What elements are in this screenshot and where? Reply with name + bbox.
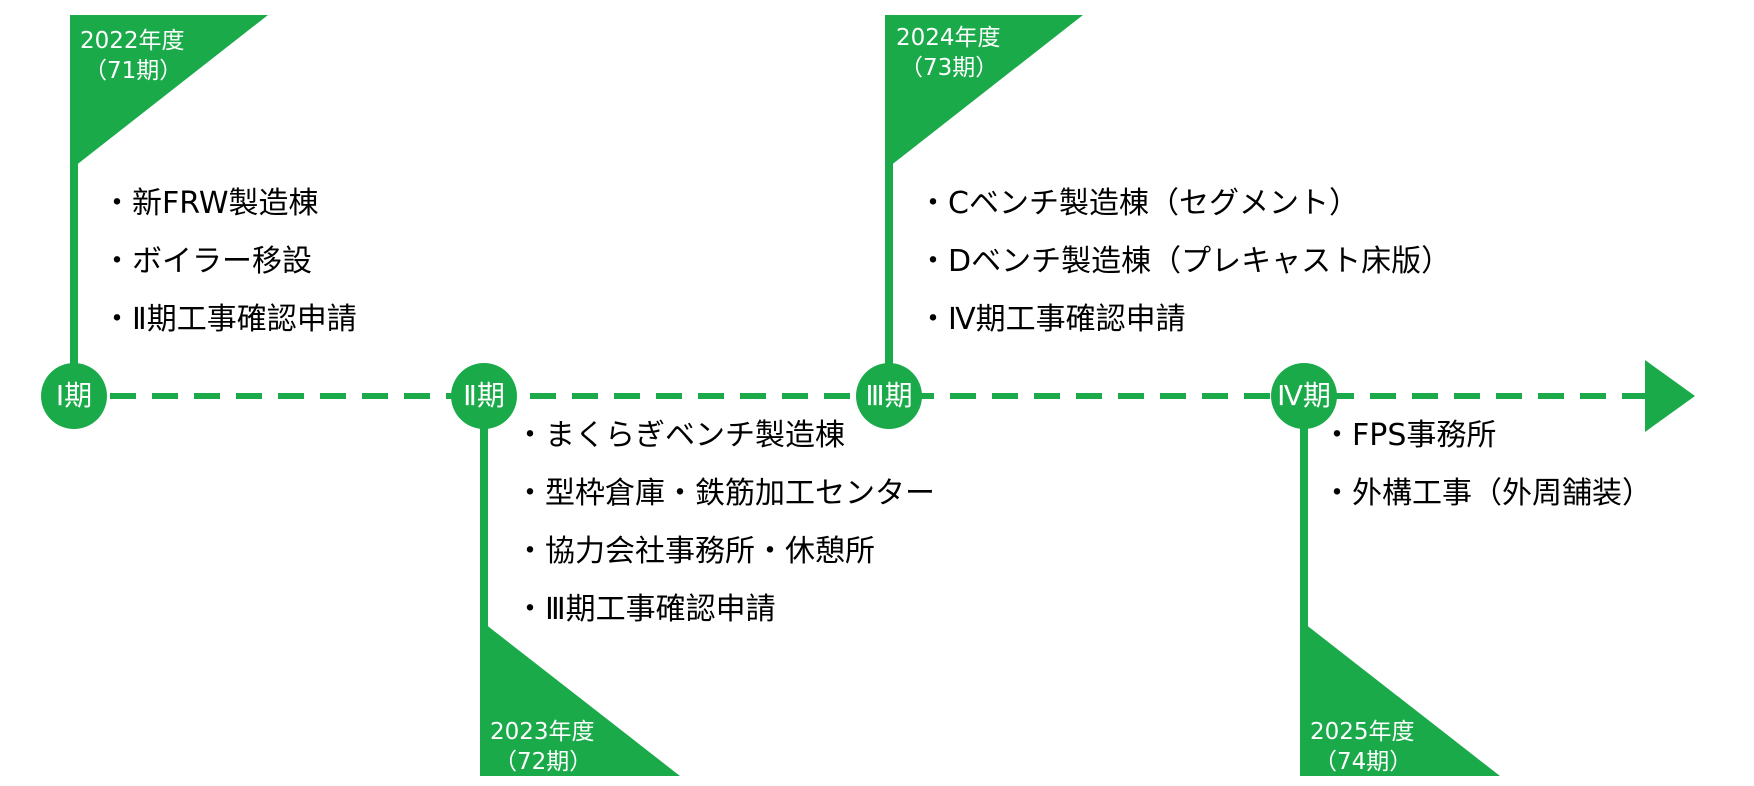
flag-term-2: （72期）: [494, 749, 593, 775]
node-3: [856, 363, 922, 429]
flag-term-1: （71期）: [84, 58, 183, 84]
list-item: ・Cベンチ製造棟（セグメント）: [918, 186, 1359, 221]
list-item: ・Dベンチ製造棟（プレキャスト床版）: [918, 244, 1452, 279]
flag-pole-1: [70, 15, 78, 381]
list-item: ・外構工事（外周舗装）: [1322, 476, 1652, 511]
flag-year-1: 2022年度: [80, 28, 185, 54]
list-item: ・まくらぎベンチ製造棟: [515, 418, 845, 453]
flag-year-3: 2024年度: [896, 25, 1001, 51]
period-items-2: ・まくらぎベンチ製造棟 ・型枠倉庫・鉄筋加工センター ・協力会社事務所・休憩所 …: [515, 418, 935, 650]
flag-pole-3: [885, 15, 893, 381]
list-item: ・型枠倉庫・鉄筋加工センター: [515, 476, 935, 511]
flag-pole-4: [1300, 396, 1308, 776]
flag-term-4: （74期）: [1314, 749, 1413, 775]
period-items-4: ・FPS事務所 ・外構工事（外周舗装）: [1322, 418, 1652, 534]
flag-year-2: 2023年度: [490, 719, 595, 745]
flag-3: [885, 15, 1083, 170]
flag-year-4: 2025年度: [1310, 719, 1415, 745]
list-item: ・FPS事務所: [1322, 418, 1497, 453]
flag-4: [1300, 620, 1500, 776]
node-label-2: Ⅱ期: [463, 379, 505, 412]
period-items-3: ・Cベンチ製造棟（セグメント） ・Dベンチ製造棟（プレキャスト床版） ・Ⅳ期工事…: [918, 186, 1451, 360]
list-item: ・ボイラー移設: [102, 244, 312, 279]
timeline-arrow-head: [1645, 360, 1695, 432]
node-4: [1271, 363, 1337, 429]
node-1: [41, 363, 107, 429]
node-2: [451, 363, 517, 429]
flag-pole-2: [480, 396, 488, 776]
list-item: ・新FRW製造棟: [102, 186, 319, 221]
node-label-1: Ⅰ期: [55, 379, 93, 412]
period-items-1: ・新FRW製造棟 ・ボイラー移設 ・Ⅱ期工事確認申請: [102, 186, 357, 360]
list-item: ・Ⅲ期工事確認申請: [515, 592, 776, 627]
flag-term-3: （73期）: [900, 55, 999, 81]
node-label-3: Ⅲ期: [865, 379, 913, 412]
node-label-4: Ⅳ期: [1277, 379, 1331, 412]
flag-2: [480, 620, 680, 776]
list-item: ・協力会社事務所・休憩所: [515, 534, 875, 569]
list-item: ・Ⅳ期工事確認申請: [918, 302, 1186, 337]
list-item: ・Ⅱ期工事確認申請: [102, 302, 357, 337]
flag-1: [70, 15, 268, 170]
